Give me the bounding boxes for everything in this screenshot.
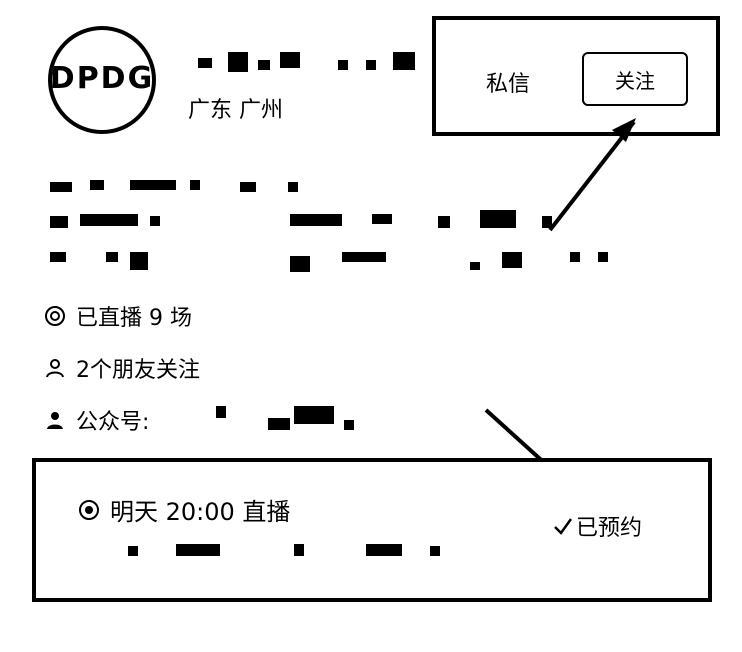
follow-label: 关注 — [615, 68, 655, 93]
check-icon — [552, 515, 574, 537]
person-outline-icon — [44, 357, 66, 379]
live-schedule-text: 明天 20:00 直播 — [110, 498, 291, 526]
name-redaction — [198, 52, 415, 72]
live-subtitle-redaction — [128, 544, 440, 556]
avatar-text: DPDG — [49, 60, 155, 96]
public-account-redaction — [216, 406, 354, 430]
public-account-label: 公众号: — [76, 410, 150, 435]
location: 广东 广州 — [188, 98, 283, 123]
friends-following-row: 2个朋友关注 — [44, 352, 200, 384]
avatar[interactable]: DPDG — [48, 26, 156, 134]
person-icon — [44, 409, 66, 431]
action-callout — [432, 16, 720, 136]
follow-button[interactable]: 关注 — [582, 52, 688, 106]
friends-following-text: 2个朋友关注 — [76, 358, 200, 383]
live-schedule-card[interactable] — [32, 458, 712, 602]
live-schedule-title: 明天 20:00 直播 — [78, 492, 290, 527]
private-message-button[interactable]: 私信 — [486, 72, 531, 97]
reserved-text: 已预约 — [576, 516, 643, 541]
live-sessions-row: 已直播 9 场 — [44, 300, 192, 332]
live-sessions-text: 已直播 9 场 — [76, 306, 192, 331]
target-icon — [44, 305, 66, 327]
bio-redaction — [50, 180, 608, 272]
reserved-indicator[interactable]: 已预约 — [552, 510, 642, 542]
public-account-row: 公众号: — [44, 404, 149, 436]
target-icon — [78, 499, 100, 521]
pointer-arrow-icon — [548, 118, 636, 232]
